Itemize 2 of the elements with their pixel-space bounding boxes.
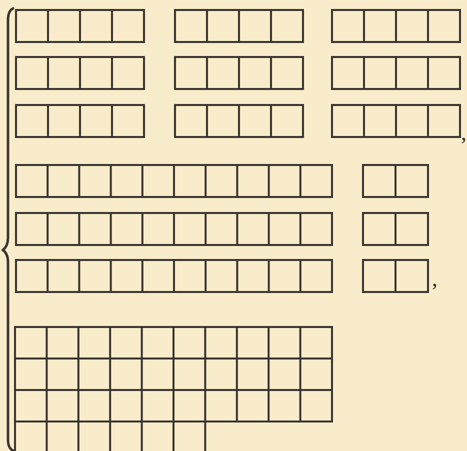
punctuation-mark: , (461, 122, 466, 144)
punctuation-mark: , (432, 268, 438, 290)
